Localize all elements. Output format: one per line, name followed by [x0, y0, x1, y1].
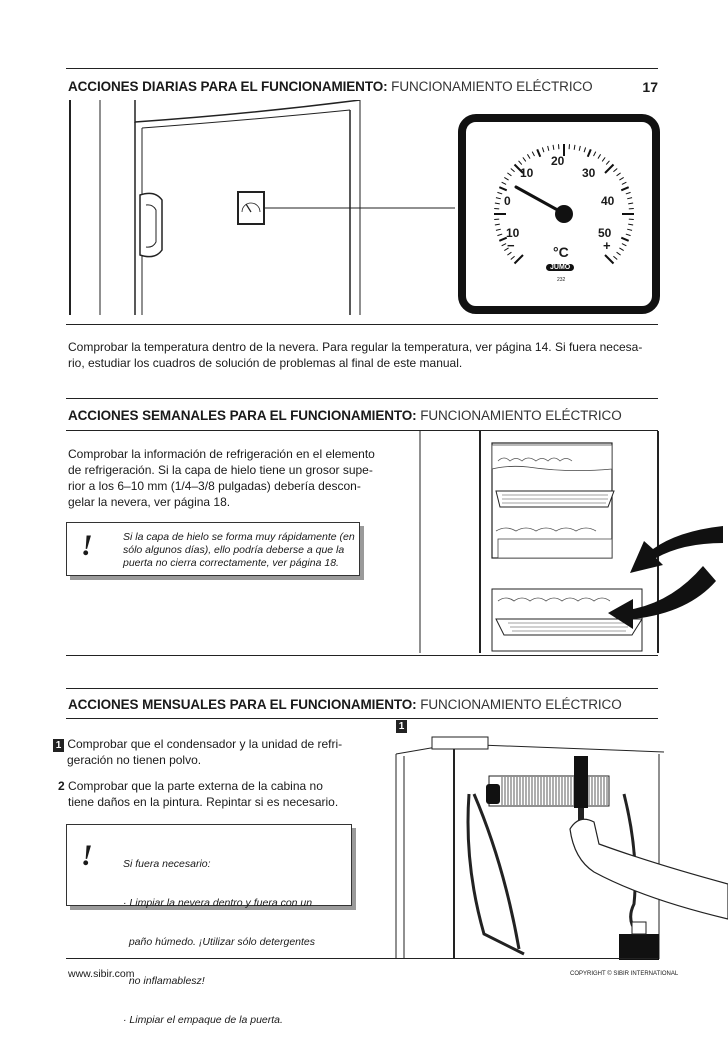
daily-text-line: Comprobar la temperatura dentro de la ne… [68, 339, 668, 355]
weekly-top-rule [66, 398, 658, 399]
weekly-note-line: sólo algunos días), ello podría deberse … [123, 544, 355, 557]
monthly-note-line: Si fuera necesario: [123, 858, 315, 871]
monthly-warning-note: ! Si fuera necesario: · Limpiar la never… [66, 824, 352, 906]
fridge-illustration [60, 100, 470, 315]
weekly-text-line: Comprobar la información de refrigeració… [68, 446, 408, 462]
footer-website[interactable]: www.sibir.com [68, 968, 135, 980]
monthly-item-2: 2 Comprobar que la parte externa de la c… [58, 778, 388, 810]
daily-rule [66, 324, 658, 325]
gauge-labels: 10 − 0 10 20 30 40 50 + °C JUMO 232 [458, 114, 660, 314]
item-1-line: Comprobar que el condensador y la unidad… [67, 737, 342, 751]
page-number: 17 [642, 79, 658, 95]
monthly-item-1: 1 Comprobar que el condensador y la unid… [53, 736, 383, 768]
condenser-cleaning-illustration [394, 734, 728, 960]
monthly-heading: ACCIONES MENSUALES PARA EL FUNCIONAMIENT… [68, 697, 622, 712]
item-number-badge: 1 [53, 739, 64, 752]
footer-rule [66, 958, 658, 959]
weekly-text-line: gelar la nevera, ver página 18. [68, 494, 408, 510]
item-2-line: Comprobar que la parte externa de la cab… [68, 779, 323, 793]
weekly-note-text: Si la capa de hielo se forma muy rápidam… [123, 531, 355, 570]
daily-heading: ACCIONES DIARIAS PARA EL FUNCIONAMIENTO:… [68, 79, 593, 94]
top-rule [66, 68, 658, 69]
gauge-label-20: 20 [551, 154, 564, 168]
item-2-line: tiene daños en la pintura. Repintar si e… [58, 794, 388, 810]
daily-text-line: rio, estudiar los cuadros de solución de… [68, 355, 668, 371]
gauge-brand-logo: JUMO [546, 264, 574, 271]
weekly-text-line: de refrigeración. Si la capa de hielo ti… [68, 462, 408, 478]
monthly-note-line: · Limpiar la nevera dentro y fuera con u… [123, 897, 315, 910]
monthly-top-rule [66, 688, 658, 689]
warning-icon: ! [81, 529, 93, 563]
gauge-label-40: 40 [601, 194, 614, 208]
item-number: 2 [58, 779, 65, 793]
weekly-text-line: rior a los 6–10 mm (1/4–3/8 pulgadas) de… [68, 478, 408, 494]
weekly-note-line: puerta no cierra correctamente, ver pági… [123, 557, 355, 570]
monthly-heading-rule [66, 718, 658, 719]
daily-text: Comprobar la temperatura dentro de la ne… [68, 339, 668, 371]
monthly-note-text: Si fuera necesario: · Limpiar la nevera … [123, 832, 315, 1053]
weekly-text: Comprobar la información de refrigeració… [68, 446, 408, 510]
gauge-model: 232 [557, 277, 565, 283]
monthly-note-line: no inflamablesz! [123, 975, 315, 988]
freezer-ice-illustration [418, 431, 728, 656]
weekly-note-line: Si la capa de hielo se forma muy rápidam… [123, 531, 355, 544]
warning-icon: ! [81, 839, 93, 873]
gauge-plus-sign: + [603, 238, 611, 253]
item-1-line: geración no tienen polvo. [53, 752, 383, 768]
gauge-label-10: 10 [520, 166, 533, 180]
weekly-bottom-rule [66, 655, 658, 656]
figure-number-badge: 1 [396, 720, 407, 733]
gauge-label-0: 0 [504, 194, 511, 208]
monthly-note-line: · Limpiar el empaque de la puerta. [123, 1014, 315, 1027]
gauge-minus-sign: − [507, 238, 515, 253]
footer-copyright: COPYRIGHT © SIBIR INTERNATIONAL [570, 971, 678, 977]
weekly-heading: ACCIONES SEMANALES PARA EL FUNCIONAMIENT… [68, 408, 622, 423]
gauge-unit: °C [553, 244, 569, 260]
gauge-label-30: 30 [582, 166, 595, 180]
monthly-note-line: paño húmedo. ¡Utilizar sólo detergentes [123, 936, 315, 949]
weekly-warning-note: ! Si la capa de hielo se forma muy rápid… [66, 522, 360, 576]
